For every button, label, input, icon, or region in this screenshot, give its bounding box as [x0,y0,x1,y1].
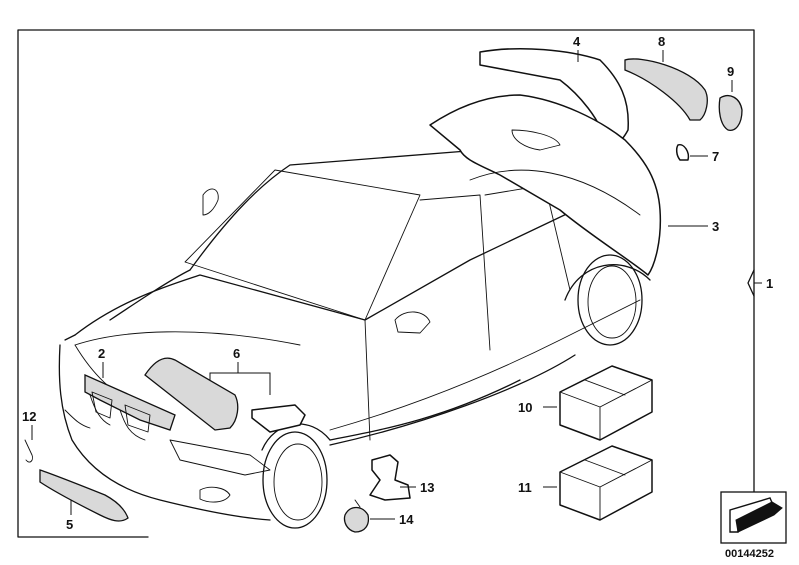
front-grille-frame [84,373,176,431]
rear-diffuser [624,58,708,121]
callout-2: 2 [98,346,105,361]
pin [24,439,33,463]
callout-9: 9 [727,64,734,79]
rear-spoiler [479,47,629,146]
callout-14: 14 [399,512,414,527]
callout-4: 4 [573,34,581,49]
callout-1: 1 [766,276,773,291]
callout-13: 13 [420,480,434,495]
callout-7: 7 [712,149,719,164]
reflector-cover [718,95,743,131]
callout-5: 5 [66,517,73,532]
air-intake-duct [144,357,239,431]
bracket [369,454,411,501]
callout-12: 12 [22,409,36,424]
clip [675,143,690,161]
callout-8: 8 [658,34,665,49]
reference-number: 00144252 [725,548,774,560]
rear-bumper [429,94,662,276]
horn [343,506,370,533]
callout-11: 11 [518,480,532,495]
callout-6: 6 [233,346,240,361]
brace-1 [747,269,755,297]
callout-10: 10 [518,400,532,415]
box-10 [559,365,653,441]
front-lower-trim [39,469,129,522]
callout-3: 3 [712,219,719,234]
arrow-icon[interactable] [720,491,787,544]
box-11 [559,445,653,521]
